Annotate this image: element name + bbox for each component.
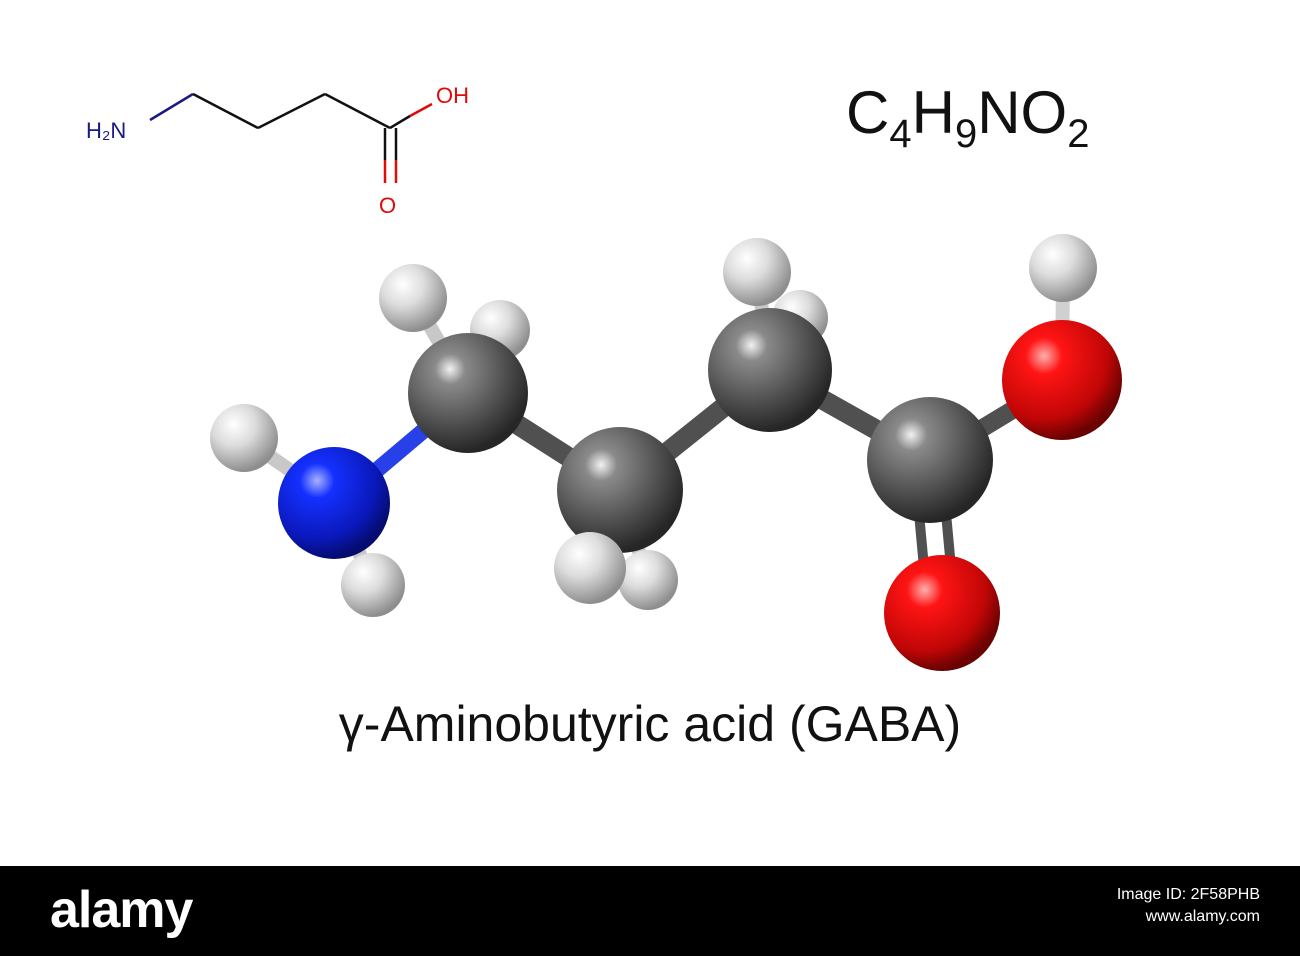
skeletal-formula: H₂N OH O xyxy=(86,83,469,218)
formula-subscript: 2 xyxy=(1067,112,1090,156)
hydrogen-atom xyxy=(723,238,791,306)
bond-c1-c2 xyxy=(192,92,259,130)
hydrogen-atom xyxy=(210,404,278,472)
footer-url[interactable]: www.alamy.com xyxy=(1145,908,1260,925)
hydrogen-atom xyxy=(341,553,405,617)
carbonyl-oxygen-label: O xyxy=(379,193,396,218)
formula-subscript: 9 xyxy=(954,112,978,156)
formula-element: C xyxy=(846,79,890,146)
formula-element: O xyxy=(1020,79,1068,146)
footer-bar: alamy Image ID: 2F58PHB www.alamy.com xyxy=(0,866,1300,956)
hydrogen-atom xyxy=(554,532,626,604)
carbon-atom xyxy=(708,308,832,432)
oxygen-atom xyxy=(1002,320,1122,440)
bond-c4-oh xyxy=(389,114,411,130)
bond-n-c1 xyxy=(149,92,194,122)
footer-image-info: Image ID: 2F58PHB www.alamy.com xyxy=(1117,884,1260,928)
ball-and-stick-model xyxy=(210,234,1122,671)
hydrogen-atom xyxy=(379,264,447,332)
hydrogen-atom xyxy=(1029,234,1097,302)
illustration-canvas: H₂N OH O xyxy=(86,78,1122,752)
carbon-atom xyxy=(867,397,993,523)
image-id: Image ID: 2F58PHB xyxy=(1116,886,1260,903)
bond-c3-c4 xyxy=(324,92,391,130)
formula-subscript: 4 xyxy=(889,112,912,156)
hydrogen-atom xyxy=(618,550,678,610)
bond-c4-oh-red xyxy=(409,102,433,118)
bond-c2-c3 xyxy=(257,92,326,130)
compound-name: γ-Aminobutyric acid (GABA) xyxy=(338,696,962,752)
oxygen-atom xyxy=(884,555,1000,671)
formula-element: H xyxy=(911,79,955,146)
nitrogen-atom xyxy=(278,447,390,559)
amine-label: H₂N xyxy=(86,118,126,143)
formula-element: N xyxy=(977,79,1021,146)
hydroxyl-label: OH xyxy=(436,83,469,108)
alamy-logo[interactable]: alamy xyxy=(50,881,193,939)
carbon-atom xyxy=(557,427,683,553)
molecular-formula: C4H9NO2 xyxy=(846,78,1089,157)
carbon-atom xyxy=(408,333,528,453)
